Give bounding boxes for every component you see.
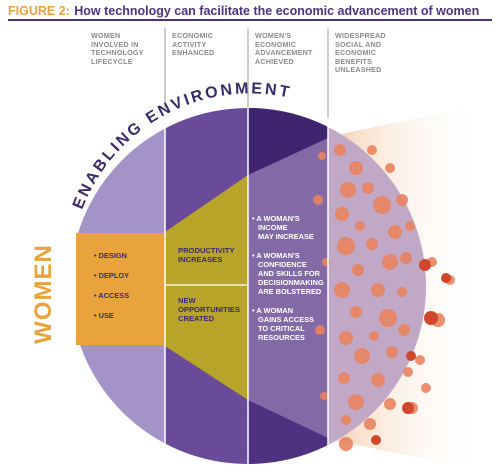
benefit-dot	[313, 195, 323, 205]
advancement-list: • A WOMAN'S INCOME MAY INCREASE • A WOMA…	[252, 214, 324, 352]
benefit-dot	[318, 152, 326, 160]
benefit-dot	[315, 325, 325, 335]
benefit-dot	[397, 287, 407, 297]
benefit-dot	[406, 351, 416, 361]
benefit-dot	[334, 144, 346, 156]
women-label: WOMEN	[30, 244, 57, 344]
benefit-dot	[388, 225, 402, 239]
lifecycle-item: • DESIGN	[94, 251, 127, 260]
benefit-dot	[334, 282, 350, 298]
benefit-dot	[367, 145, 377, 155]
benefit-dot	[371, 283, 385, 297]
advancement-item-income: • A WOMAN'S INCOME MAY INCREASE	[252, 214, 314, 241]
benefit-dot	[403, 367, 413, 377]
benefit-dot	[355, 221, 365, 231]
advancement-item-confidence: • A WOMAN'S CONFIDENCE AND SKILLS FOR DE…	[252, 251, 324, 296]
women-label-box	[44, 233, 76, 345]
benefit-dot	[366, 238, 378, 250]
benefit-dot	[386, 346, 398, 358]
benefit-dot	[352, 264, 364, 276]
benefit-dot	[373, 196, 391, 214]
advancement-item-resources: • A WOMAN GAINS ACCESS TO CRITICAL RESOU…	[252, 306, 314, 342]
benefit-dot	[339, 331, 353, 345]
benefit-dot	[396, 194, 408, 206]
benefit-dot	[320, 392, 328, 400]
benefit-dot	[369, 331, 379, 341]
benefit-dot	[424, 311, 438, 325]
benefit-dot	[364, 418, 376, 430]
benefit-dot	[384, 398, 396, 410]
benefit-dot	[340, 182, 356, 198]
benefit-dot	[337, 237, 355, 255]
benefit-dot	[415, 355, 425, 365]
benefit-dot	[405, 221, 415, 231]
benefit-dot	[350, 306, 362, 318]
advancement-translucent-panel	[248, 138, 328, 438]
benefit-dot	[335, 207, 349, 221]
benefit-dot	[382, 254, 398, 270]
benefit-dot	[402, 402, 414, 414]
benefit-dot	[441, 273, 451, 283]
benefit-dot	[339, 437, 353, 451]
benefit-dot	[348, 394, 364, 410]
benefit-dot	[379, 309, 397, 327]
benefit-dot	[371, 435, 381, 445]
enhanced-funnel	[165, 175, 248, 400]
benefit-dot	[338, 372, 350, 384]
lifecycle-item: • USE	[94, 311, 114, 320]
lifecycle-box	[76, 233, 165, 345]
benefit-dot	[419, 259, 431, 271]
benefit-dot	[385, 163, 395, 173]
benefit-dot	[354, 348, 370, 364]
benefit-dot	[421, 383, 431, 393]
figure-title: FIGURE 2: How technology can facilitate …	[8, 2, 492, 21]
benefit-dot	[349, 161, 363, 175]
circle-top-wedge	[248, 108, 328, 175]
benefit-dot	[371, 373, 385, 387]
benefit-dot	[398, 324, 410, 336]
lifecycle-list: • DESIGN • DEPLOY • ACCESS • USE	[94, 251, 129, 331]
figure-label: FIGURE 2:	[8, 4, 70, 18]
figure-title-text: How technology can facilitate the econom…	[74, 4, 480, 18]
benefit-dot	[400, 252, 412, 264]
lifecycle-item: • ACCESS	[94, 291, 130, 300]
benefit-dot	[341, 415, 351, 425]
benefit-dot	[362, 182, 374, 194]
lifecycle-item: • DEPLOY	[94, 271, 130, 280]
